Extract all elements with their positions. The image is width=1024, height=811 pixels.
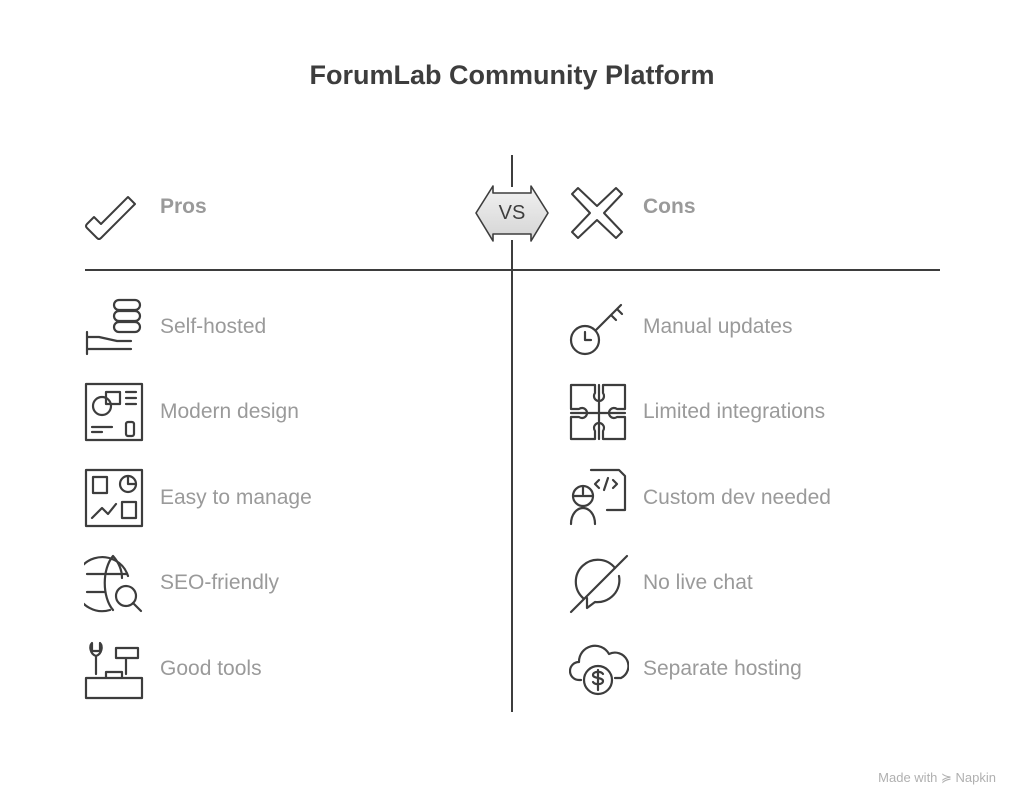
con-item: Custom dev needed: [643, 486, 831, 509]
toolbox-icon: [84, 640, 144, 700]
page-title: ForumLab Community Platform: [309, 60, 715, 90]
globe-search-icon: [74, 554, 144, 614]
pro-item: Modern design: [160, 400, 299, 423]
pro-item: SEO-friendly: [160, 571, 280, 594]
x-icon: [571, 187, 623, 239]
pro-item: Self-hosted: [160, 315, 267, 338]
pro-item: Good tools: [160, 657, 262, 680]
design-board-icon: [84, 382, 144, 442]
cons-header: Cons: [643, 195, 696, 218]
server-hand-icon: [84, 297, 144, 357]
pro-item: Easy to manage: [160, 486, 312, 509]
no-chat-icon: [569, 554, 629, 614]
cloud-dollar-icon: [568, 640, 630, 700]
con-item: Separate hosting: [643, 657, 802, 680]
key-clock-icon: [569, 300, 629, 360]
con-item: Manual updates: [643, 315, 793, 338]
puzzle-icon: [569, 383, 629, 443]
developer-code-icon: [569, 468, 629, 528]
napkin-footer: Made with ≽ Napkin: [878, 770, 996, 785]
con-item: No live chat: [643, 571, 753, 594]
check-icon: [85, 196, 136, 240]
pros-header: Pros: [160, 195, 207, 218]
vs-badge-shape: [475, 185, 549, 242]
dashboard-icon: [84, 468, 144, 528]
vs-label: VS: [498, 202, 526, 224]
con-item: Limited integrations: [643, 400, 826, 423]
